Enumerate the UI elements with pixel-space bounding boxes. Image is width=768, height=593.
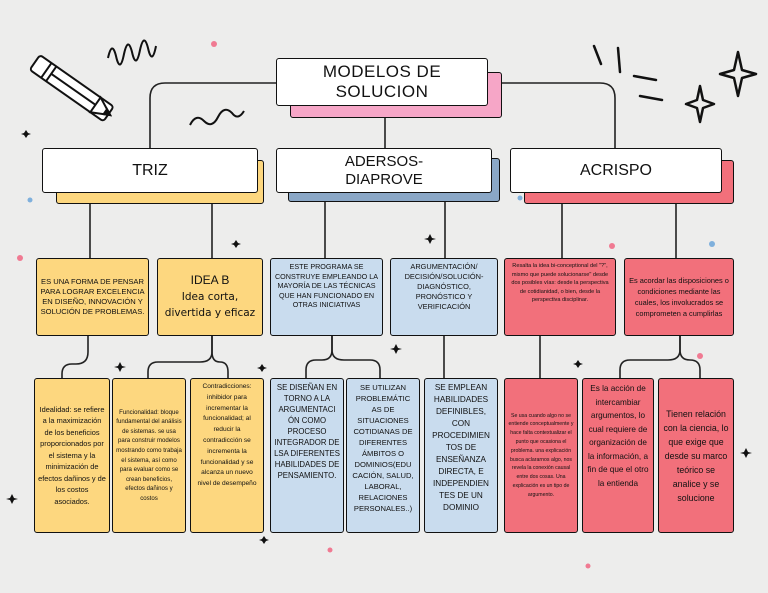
emplean-box: SE EMPLEAN HABILIDADES DEFINIBLES, CON P… [424,378,498,533]
contradicciones-box: Contradicciones: inhibidor para incremen… [190,378,264,533]
branch-triz: TRIZ [42,148,258,193]
branch-adersos: ADERSOS- DIAPROVE [276,148,492,193]
idea-b-text: Idea corta, divertida y eficaz [164,291,256,319]
sparkle-icon [684,50,758,124]
adersos-acronym: ARGUMENTACIÓN/ DECISIÓN/SOLUCIÓN- DIAGNÓ… [390,258,498,336]
idea-b-title: IDEA B [190,273,230,287]
acrispo-definition-2: Es acordar las disposiciones o condicion… [624,258,734,336]
tienen-box: Tienen relación con la ciencia, lo que e… [658,378,734,533]
adersos-definition: ESTE PROGRAMA SE CONSTRUYE EMPLEANDO LA … [270,258,383,336]
utilizan-box: SE UTILIZAN PROBLEMÁTIC AS DE SITUACIONE… [346,378,420,533]
star-icon [6,130,752,544]
branch-acrispo: ACRISPO [510,148,722,193]
cuando-box: Se usa cuando algo no se entiende concep… [504,378,578,533]
funcionalidad-box: Funcionalidad: bloque fundamental del an… [112,378,186,533]
disenan-box: SE DISEÑAN EN TORNO A LA ARGUMENTACI ÓN … [270,378,344,533]
squiggle-icon [189,108,245,126]
title-line1: MODELOS DE [322,62,442,81]
pencil-icon [29,55,114,122]
idealidad-box: Idealidad: se refiere a la maximización … [34,378,110,533]
title-line2: SOLUCION [335,82,429,101]
acrispo-definition-1: Resalta la idea bi-conceptional del "?",… [504,258,616,336]
squiggle-icon [107,39,157,66]
triz-definition: ES UNA FORMA DE PENSAR PARA LOGRAR EXCEL… [36,258,149,336]
idea-b-box: IDEA B Idea corta, divertida y eficaz [157,258,263,336]
title-box: MODELOS DE SOLUCION [276,58,488,106]
accion-box: Es la acción de intercambiar argumentos,… [582,378,654,533]
